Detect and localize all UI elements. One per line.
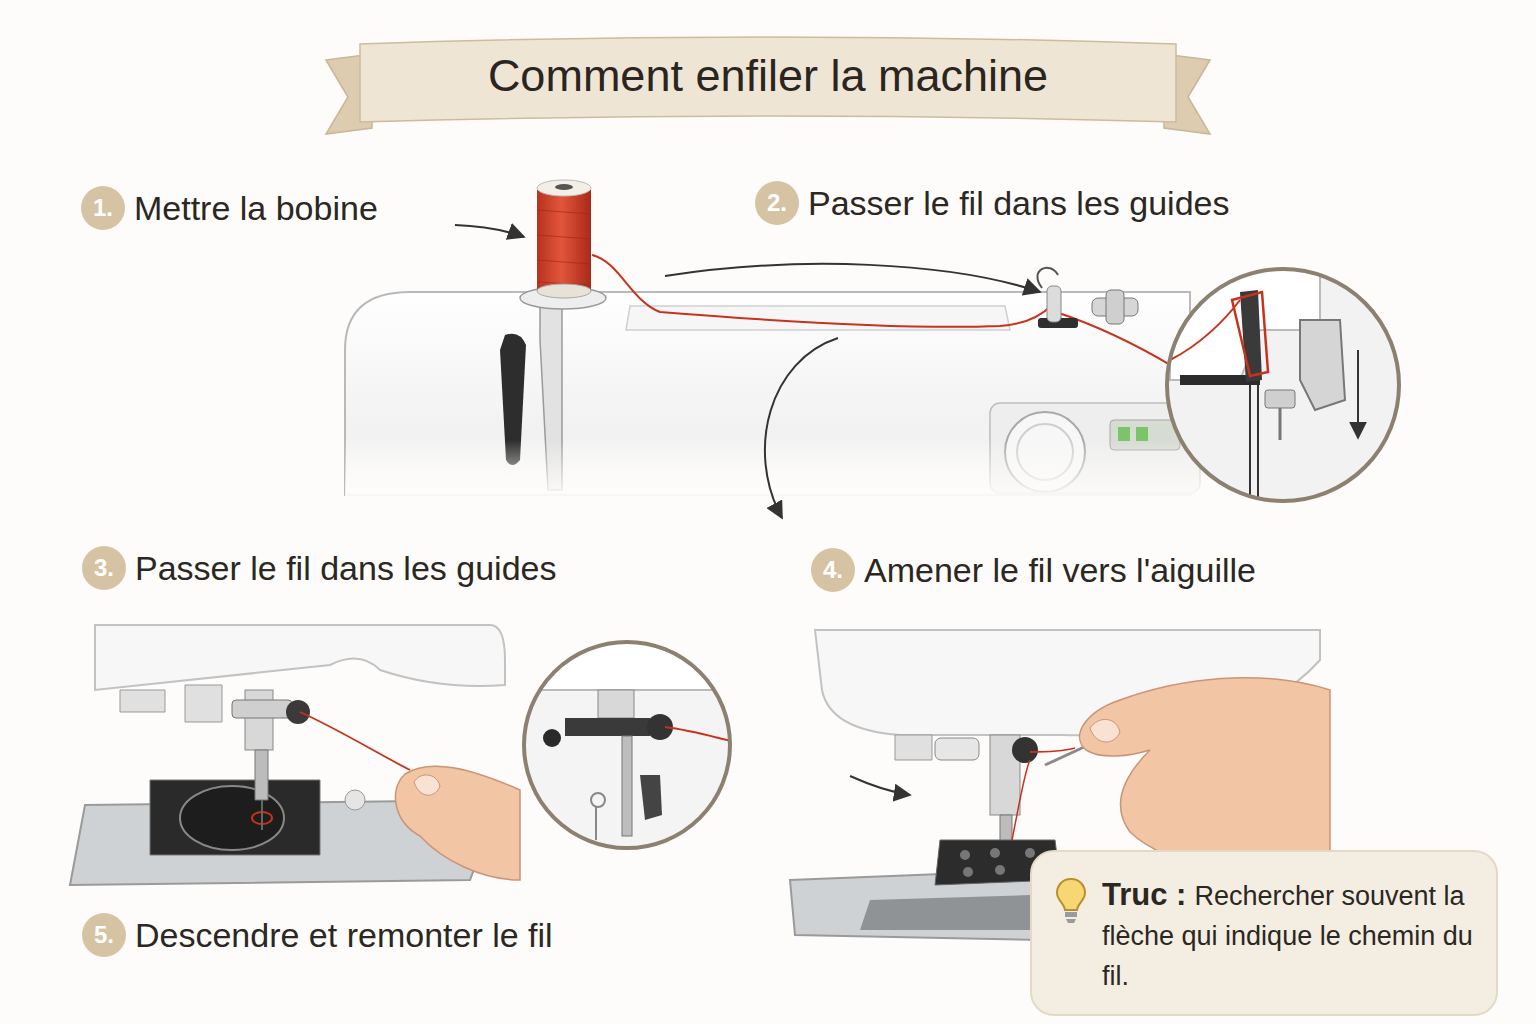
thread-guide [1037, 268, 1058, 288]
machine-head-step3 [414, 775, 440, 795]
thread-spool [537, 190, 591, 292]
thread-spool [520, 180, 606, 309]
machine-head-step3 [245, 690, 273, 750]
machine-head-step3 [95, 625, 505, 690]
title-banner [360, 37, 1176, 122]
step-title: Passer le fil dans les guides [808, 182, 1229, 224]
machine-head-step3 [232, 700, 292, 718]
step-heading: 1.Mettre la bobine [81, 186, 378, 230]
machine-head-step3 [150, 780, 320, 855]
lightbulb-icon [1057, 879, 1085, 910]
inset-needle [665, 727, 735, 742]
inset-needle [543, 729, 561, 747]
machine-top [1136, 427, 1148, 441]
machine-head-step3 [300, 712, 410, 770]
machine-head-step4 [995, 865, 1005, 875]
inset-needle [591, 793, 605, 807]
inset-tension [1357, 350, 1359, 438]
callout-number: 5. [82, 913, 126, 957]
machine-head-step4 [1012, 760, 1030, 840]
thread-guide [592, 255, 1052, 327]
machine-head-step4 [1080, 678, 1330, 874]
callout-number: 4. [811, 548, 855, 592]
inset-tension [1167, 269, 1399, 520]
inset-tension [1167, 269, 1399, 501]
inset-needle [520, 640, 740, 848]
thread-spool [537, 180, 591, 196]
lightbulb-icon [1054, 876, 1088, 926]
machine-head-step3 [70, 625, 520, 885]
inset-needle [524, 642, 730, 848]
inset-tension [1300, 320, 1345, 410]
machine-head-step4 [935, 738, 979, 760]
inset-needle [622, 736, 632, 836]
arrows [765, 338, 838, 518]
machine-head-step3 [261, 800, 263, 830]
machine-head-step3 [345, 790, 365, 810]
machine-head-step4 [895, 735, 932, 760]
arrows [455, 225, 524, 237]
inset-needle [565, 718, 650, 736]
step-heading: 5.Descendre et remonter le fil [82, 913, 553, 957]
thread-guide [592, 255, 1172, 366]
step-heading: 2.Passer le fil dans les guides [755, 181, 1229, 225]
machine-top [1118, 427, 1130, 441]
thread-guide [1047, 286, 1061, 322]
step-title: Amener le fil vers l'aiguille [864, 549, 1256, 591]
machine-head-step4 [960, 850, 970, 860]
inset-needle [640, 775, 662, 820]
thread-spool [537, 284, 591, 298]
lightbulb-icon [1065, 912, 1077, 923]
tip-heading: Truc : [1102, 877, 1186, 912]
machine-head-step4 [963, 867, 973, 877]
thread-spool [555, 184, 573, 190]
inset-tension [1279, 408, 1282, 440]
machine-head-step4 [1012, 737, 1038, 763]
machine-head-step4 [990, 848, 1000, 858]
machine-head-step3 [286, 700, 310, 724]
arrows [850, 776, 910, 795]
machine-head-step4 [1025, 848, 1035, 858]
inset-tension [1265, 390, 1295, 408]
machine-head-step4 [860, 895, 1030, 930]
machine-head-step3 [255, 750, 268, 800]
callout-number: 2. [755, 181, 799, 225]
machine-head-step3 [185, 685, 222, 722]
step-title: Descendre et remonter le fil [135, 914, 553, 956]
inset-tension [1240, 290, 1262, 382]
machine-head-step3 [395, 766, 520, 880]
callout-number: 1. [81, 186, 125, 230]
title-text: Comment enfiler la machine [368, 44, 1168, 108]
thread-guide [1106, 290, 1124, 324]
callout-number: 3. [82, 546, 126, 590]
inset-tension [1167, 269, 1399, 501]
machine-head-step4 [1030, 748, 1075, 752]
machine-top [345, 440, 1205, 500]
machine-head-step4 [1090, 719, 1120, 742]
inset-needle [595, 807, 597, 840]
inset-needle [598, 690, 634, 718]
step-title: Passer le fil dans les guides [135, 547, 556, 589]
step-heading: 4.Amener le fil vers l'aiguille [811, 548, 1256, 592]
step-heading: 3.Passer le fil dans les guides [82, 546, 556, 590]
tip-box: Truc :Rechercher souvent la flèche qui i… [1030, 850, 1498, 1016]
step-title: Mettre la bobine [134, 187, 378, 229]
title-banner [326, 37, 1210, 134]
arrows [665, 264, 1040, 292]
thread-spool [537, 210, 591, 285]
machine-head-step3 [120, 690, 165, 712]
